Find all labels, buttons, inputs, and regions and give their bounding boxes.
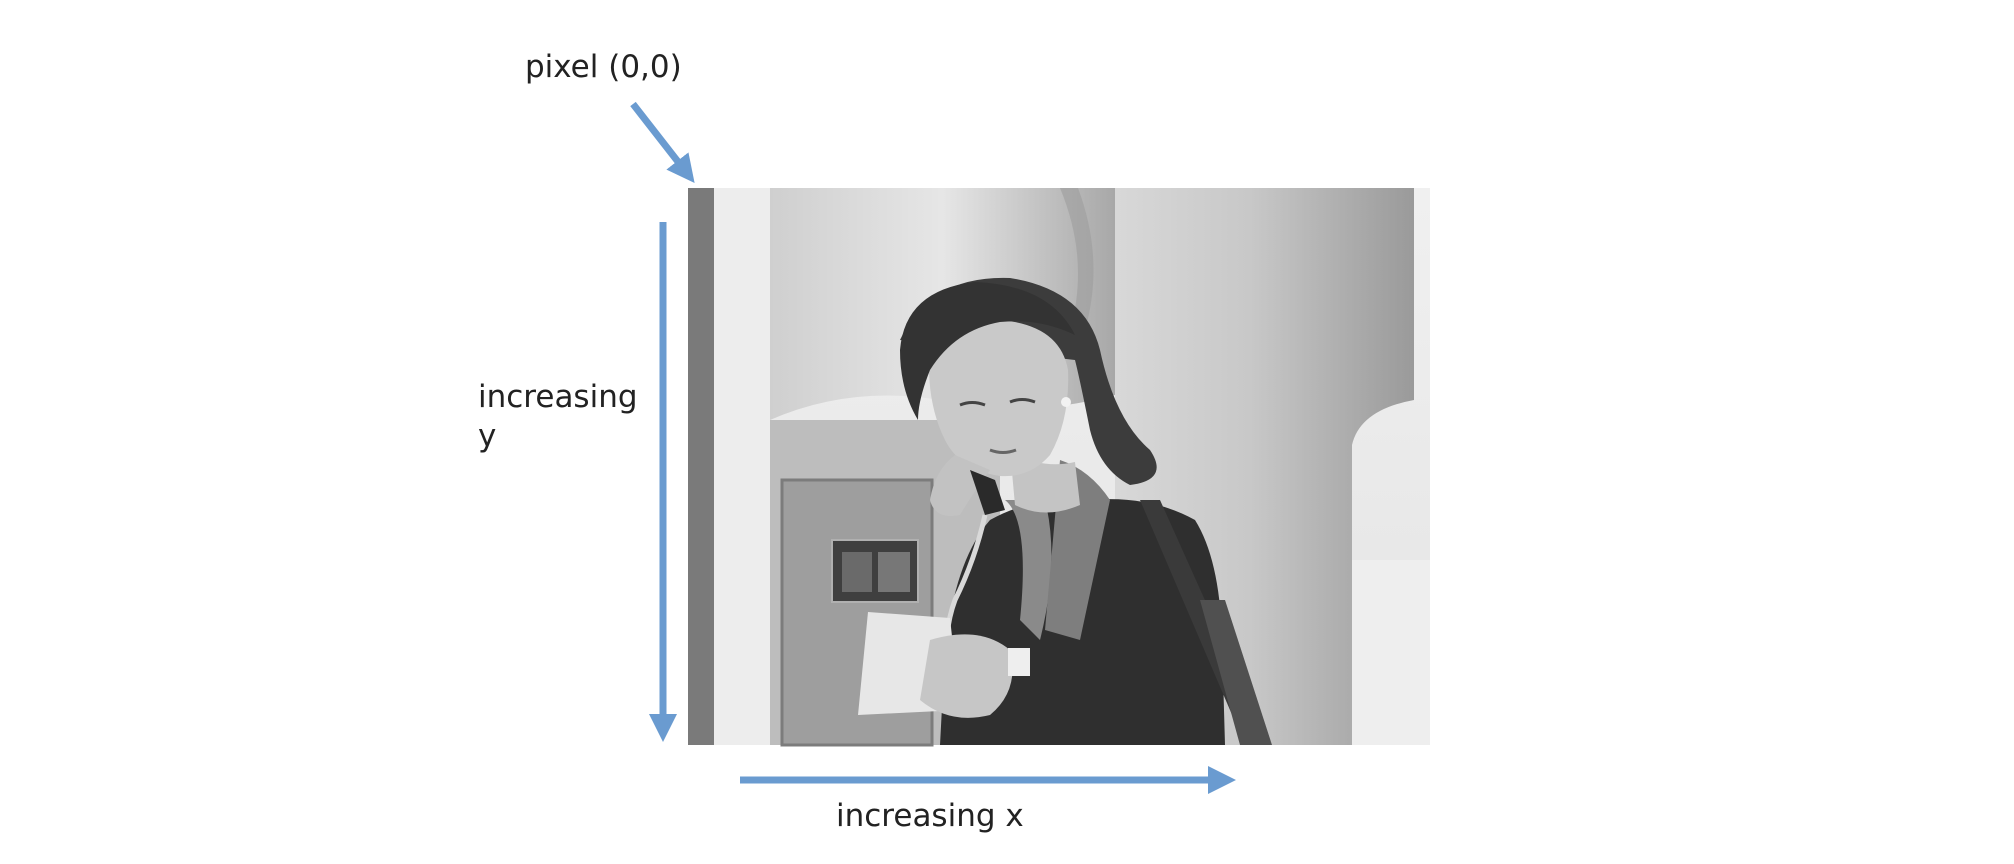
y-axis-label-line2: y bbox=[478, 417, 497, 454]
origin-arrow bbox=[630, 101, 695, 184]
x-axis-label: increasing x bbox=[836, 798, 1024, 834]
photo bbox=[688, 188, 1430, 747]
origin-label: pixel (0,0) bbox=[525, 49, 682, 85]
y-axis-label: increasing y bbox=[478, 378, 638, 456]
y-axis-label-line1: increasing bbox=[478, 379, 638, 415]
